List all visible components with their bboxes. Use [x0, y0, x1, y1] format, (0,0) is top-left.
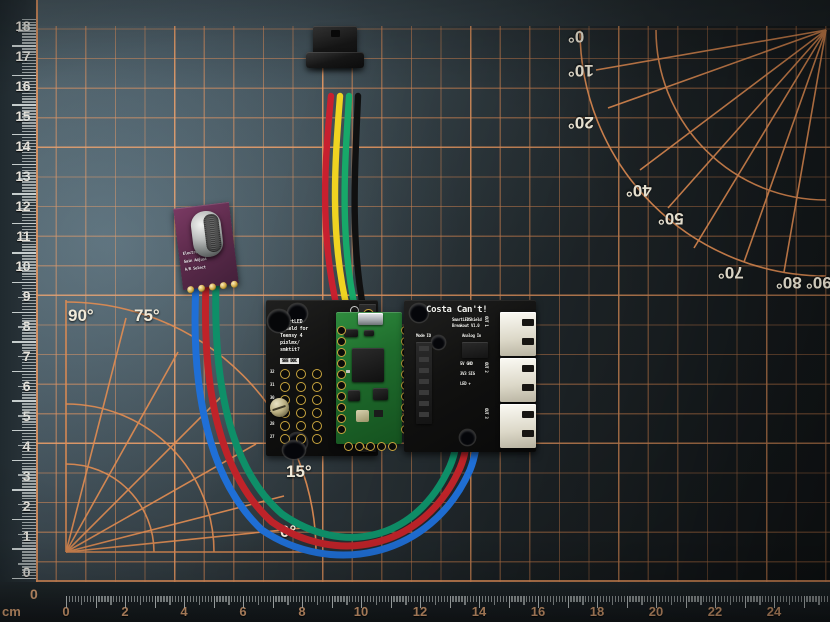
ruler-left-label-1: 1	[23, 528, 31, 544]
shield-pin-label-27: 27	[270, 434, 275, 439]
shield-silk-line-2: Shield for	[280, 326, 309, 332]
terminal-block-2	[500, 358, 536, 402]
breakout-pad-label-led: LED +	[460, 381, 471, 386]
mic-silk-line-2: Gain Adjust	[183, 256, 208, 264]
ruler-bottom-label-24: 24	[766, 604, 782, 619]
teensy-smd-chip-b	[364, 330, 374, 336]
ruler-bottom-label-6: 6	[239, 604, 247, 619]
ruler-bottom-label-22: 22	[707, 604, 723, 619]
terminal-block-1	[500, 312, 536, 356]
teensy-board	[336, 312, 410, 451]
teensy-smd-chip-a	[344, 329, 358, 337]
shield-silk-line-4: pixlmx/	[280, 340, 300, 346]
teensy-crystal	[356, 410, 369, 422]
terminal-block-silk-3: OUT 3	[484, 408, 489, 419]
ruler-left-label-2: 2	[23, 498, 31, 514]
shield-silk-line-1: SmartLED	[280, 319, 303, 325]
ruler-bottom-label-2: 2	[121, 604, 129, 619]
shield-pin-label-32: 32	[270, 369, 275, 374]
ruler-bottom-label-14: 14	[471, 604, 487, 619]
shield-pin-label-28: 28	[270, 421, 275, 426]
mounting-hole-top	[288, 304, 307, 323]
ruler-bottom-label-0: 0	[62, 604, 70, 619]
ruler-bottom-label-18: 18	[589, 604, 605, 619]
shield-silk-tag: SEE DOC	[280, 358, 299, 365]
terminal-block-silk-2: OUT 2	[484, 362, 489, 373]
ruler-bottom-unit: cm	[2, 604, 21, 619]
shield-mount-tab-top	[268, 310, 290, 332]
terminal-block-3	[500, 404, 536, 448]
breakout-header-label-mode-io: Mode IO	[416, 333, 431, 338]
breakout-mount-hole-top	[410, 304, 428, 322]
ruler-bottom-zero: 0	[30, 586, 38, 602]
idc-connector-keying	[331, 30, 340, 37]
breakout-header-label-analog-in: Analog In	[462, 333, 481, 338]
shield-silk-line-3: Teensy 4	[280, 333, 303, 339]
terminal-block-silk-1: OUT 1	[484, 316, 489, 327]
shield-silk-line-5: smktit?	[280, 347, 300, 353]
breakout-title: Costa Can't!	[426, 305, 488, 315]
teensy-smd-chip-e	[374, 410, 383, 417]
shield-pin-label-30: 30	[270, 395, 275, 400]
breakout-pad-label-5v-gnd: 5V GND	[460, 361, 473, 366]
ruler-bottom-label-16: 16	[530, 604, 546, 619]
mount-screw-left	[270, 398, 289, 417]
mic-silk-line-3: A/R Select	[184, 264, 206, 272]
ruler-bottom-label-4: 4	[180, 604, 188, 619]
mat-edge-line-vertical	[36, 0, 38, 582]
teensy-smd-chip-c	[348, 390, 360, 401]
breakout-mount-hole-bottom	[460, 430, 475, 445]
idc-connector-latch	[306, 52, 364, 68]
teensy-smd-chip-d	[373, 388, 388, 400]
ruler-bottom-label-12: 12	[412, 604, 428, 619]
teensy-led	[346, 370, 350, 373]
mat-edge-line-horizontal	[36, 580, 830, 582]
usb-micro-connector	[358, 313, 383, 325]
breakout-subtitle-1: SmartLEDShield	[452, 317, 482, 322]
breakout-pad-label-3v3-sig: 3V3 SIG	[460, 371, 475, 376]
shield-pin-label-31: 31	[270, 382, 275, 387]
teensy-main-mcu	[352, 348, 384, 382]
breakout-header-mode-io	[416, 342, 432, 424]
ruler-left-label-8: 8	[23, 318, 31, 334]
ruler-bottom-label-8: 8	[298, 604, 306, 619]
breakout-header-analog-in	[462, 342, 488, 358]
ruler-left-label-3: 3	[22, 468, 31, 484]
breakout-subtitle-2: Breakout V1.0	[452, 323, 480, 328]
ruler-bottom-label-10: 10	[353, 604, 369, 619]
breakout-via-top	[432, 336, 445, 349]
ruler-bottom: 0 2 4 6 8 10 12 14 16 18 20 22 24 cm 0	[0, 582, 830, 622]
ruler-bottom-label-20: 20	[648, 604, 664, 619]
ruler-left-label-0: 0	[23, 564, 31, 580]
shield-mount-tab-bottom	[283, 441, 305, 459]
ruler-left-label-9: 9	[23, 288, 31, 304]
